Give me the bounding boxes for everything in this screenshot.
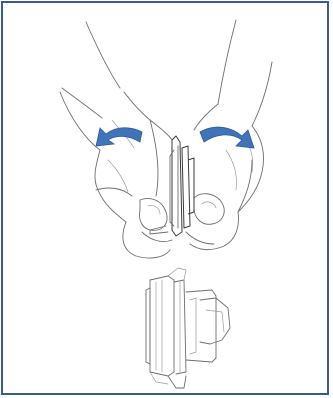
left-hand — [60, 22, 172, 258]
right-arrow-icon — [200, 127, 254, 148]
left-arrow-icon — [96, 128, 142, 146]
switch-side-view — [146, 268, 230, 388]
hands-illustration — [60, 20, 272, 258]
